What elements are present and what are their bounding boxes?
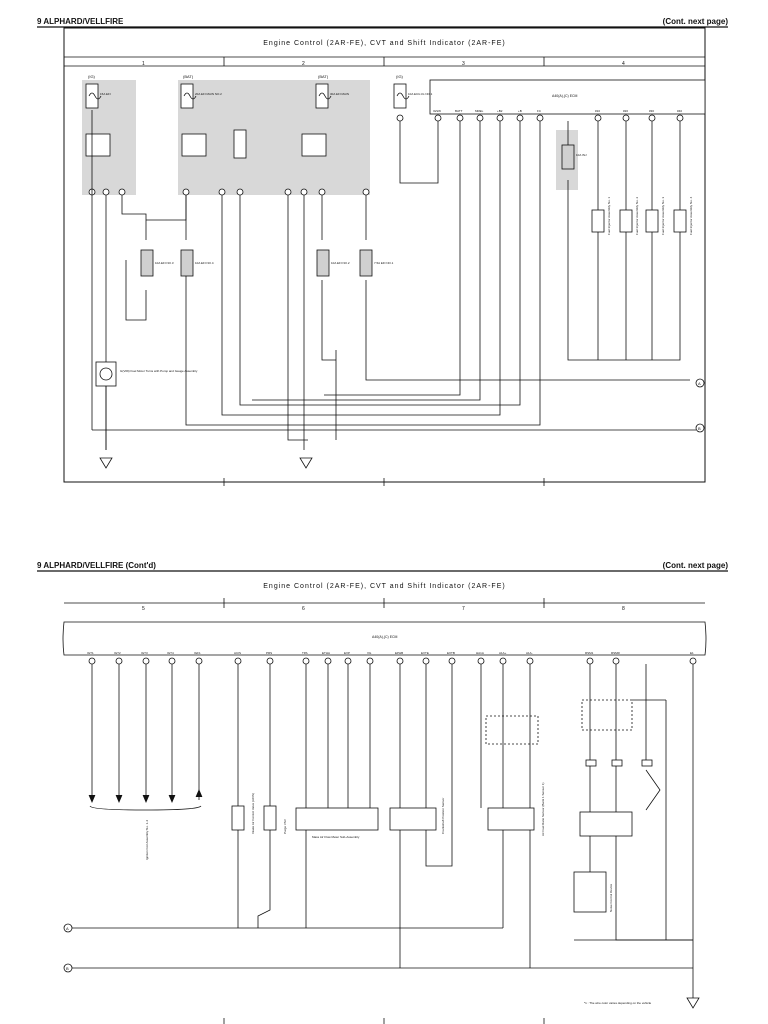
page1-conn-b: B xyxy=(698,426,701,431)
comp-efi2: 10A EFI NO.2 xyxy=(331,261,350,265)
page1-labels: 1 2 3 4 (IG) (BAT) (BAT) (IG) 15A EFI 20… xyxy=(88,61,701,431)
page1-header-right: (Cont. next page) xyxy=(662,17,728,26)
comp-efi3: 10A EFI NO.3 xyxy=(155,261,174,265)
page2-col-6: 6 xyxy=(302,606,305,612)
page1-title: Engine Control (2AR-FE), CVT and Shift I… xyxy=(263,40,506,47)
page2-col-8: 8 xyxy=(622,606,625,612)
comp-af-sensor: Air Fuel Ratio Sensor (Bank 1 Sensor 1) xyxy=(541,782,545,836)
fuse-tag-efi: (IG) xyxy=(88,74,96,79)
fuse-label-efi-main: 30A EFI MAIN xyxy=(330,92,349,96)
footnote: *1 : The wire color varies depending on … xyxy=(584,1001,651,1005)
ecm-pin-p1-2: MREL xyxy=(475,109,484,113)
page2-title: Engine Control (2AR-FE), CVT and Shift I… xyxy=(263,583,506,590)
page1-col-3: 3 xyxy=(462,61,465,67)
page1-col-1: 1 xyxy=(142,61,145,67)
fuse-tag-ecu-ig: (IG) xyxy=(396,74,404,79)
page2-labels: 5 6 7 8 A40(A),(C) ECM IGT1 IGT2 IGT3 IG… xyxy=(66,606,694,1005)
page1-conn-a: A xyxy=(698,381,701,386)
fuse-label-efi: 15A EFI xyxy=(100,92,111,96)
page1-col-4: 4 xyxy=(622,61,625,67)
page2-conn-a: A xyxy=(66,926,69,931)
page2-col-7: 7 xyxy=(462,606,465,612)
injector-2: Fuel Injector Assembly No. 2 xyxy=(635,196,639,235)
ecm-pin-p2-16: A1A- xyxy=(526,651,533,655)
fuse-tag-efi-main2: (BAT) xyxy=(183,74,194,79)
fuse-tag-efi-main: (BAT) xyxy=(318,74,329,79)
ecm-pin-p2-1: IGT2 xyxy=(114,651,121,655)
page2-header-left: 9 ALPHARD/VELLFIRE (Cont'd) xyxy=(37,561,156,570)
ecm-label-p2: A40(A),(C) ECM xyxy=(372,635,398,639)
ecm-pin-p1-8: #30 xyxy=(649,109,654,113)
comp-acis: Intake Air Control Valve (ACIS) xyxy=(251,793,255,834)
comp-efi4: 10A EFI NO.4 xyxy=(195,261,214,265)
page1-header-left: 9 ALPHARD/VELLFIRE xyxy=(37,17,124,26)
ecm-label-p1: A40(A),(C) ECM xyxy=(552,94,578,98)
ecm-pin-p2-18: RSMR xyxy=(611,651,621,655)
comp-fuel-pump: G(V09) Fuel Motor Turns with Pump and Ga… xyxy=(120,369,198,373)
ecm-pin-p2-8: ETHA xyxy=(322,651,330,655)
ecm-pin-p1-5: FC xyxy=(537,109,542,113)
comp-maf: Mass Air Flow Meter Sub-Assembly xyxy=(312,835,360,839)
page2-conn-b: B xyxy=(66,966,69,971)
ecm-pin-p2-9: EVP xyxy=(344,651,350,655)
comp-efi1: 7.5A EFI NO.1 xyxy=(374,261,394,265)
ecm-pin-p1-3: +B2 xyxy=(497,109,503,113)
ecm-pin-p1-4: +B xyxy=(518,109,522,113)
injector-4: Fuel Injector Assembly No. 4 xyxy=(689,196,693,235)
fuse-label-efi-main2: 20A EFI MAIN NO.2 xyxy=(195,92,222,96)
ecm-pin-p2-3: IGT4 xyxy=(167,651,174,655)
page2-col-5: 5 xyxy=(142,606,145,612)
ecm-pin-p2-17: RSM1 xyxy=(585,651,594,655)
page2-diagram xyxy=(37,570,728,1024)
ecm-pin-p1-6: #10 xyxy=(595,109,600,113)
ecm-pin-p2-2: IGT3 xyxy=(141,651,148,655)
page1-diagram xyxy=(37,26,728,486)
comp-noise: Noise Control Device xyxy=(609,883,613,912)
ecm-pin-p2-13: EXTB xyxy=(447,651,455,655)
comp-ignition-coils: Ignition Coil Assembly No. 1-4 xyxy=(145,820,149,860)
ecm-pin-p1-0: IGSW xyxy=(433,109,441,113)
ecm-pin-p1-1: BATT xyxy=(455,109,463,113)
ecm-pin-p2-4: IGF1 xyxy=(194,651,201,655)
ecm-pin-p2-6: PRS xyxy=(266,651,272,655)
ecm-pin-p2-11: EPHB xyxy=(395,651,403,655)
page1-col-2: 2 xyxy=(302,61,305,67)
injector-1: Fuel Injector Assembly No. 1 xyxy=(607,196,611,235)
ecm-pin-p2-7: TPA xyxy=(302,651,308,655)
ecm-pin-p1-7: #20 xyxy=(623,109,628,113)
ecm-pin-p2-15: A1A+ xyxy=(499,651,507,655)
ecm-pin-p1-9: #40 xyxy=(677,109,682,113)
comp-purge-vsv: Purge VSV xyxy=(283,819,287,834)
ecm-pin-p2-12: EVTE xyxy=(421,651,429,655)
injector-3: Fuel Injector Assembly No. 3 xyxy=(661,196,665,235)
page2-header-right: (Cont. next page) xyxy=(662,561,728,570)
fuse-label-ecu-ig: 10A ECU-IG NO.1 xyxy=(408,92,433,96)
ecm-pin-p2-5: ACIS xyxy=(234,651,241,655)
comp-crank: Crankshaft Position Sensor xyxy=(441,798,445,834)
ecm-pin-p2-10: VG xyxy=(367,651,372,655)
comp-inj: 10A INJ xyxy=(576,153,587,157)
ecm-pin-p2-14: HA1A xyxy=(476,651,484,655)
ecm-pin-p2-19: E1 xyxy=(690,651,694,655)
ecm-pin-p2-0: IGT1 xyxy=(87,651,94,655)
